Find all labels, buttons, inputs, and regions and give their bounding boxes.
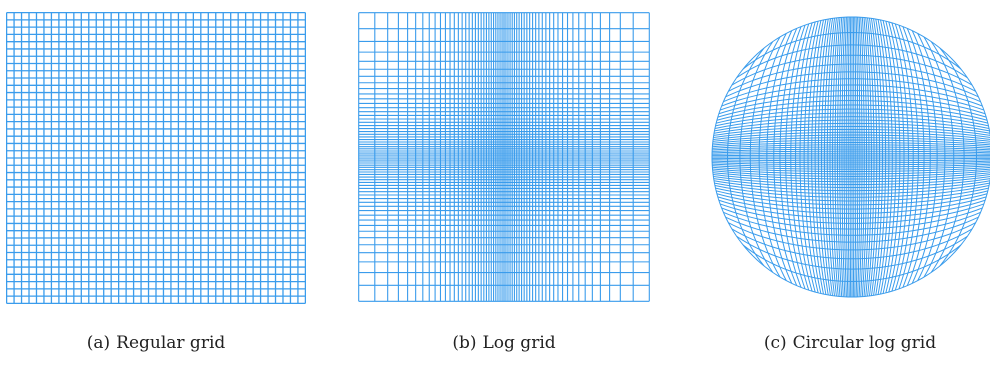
caption-tag: (b) [452, 333, 477, 353]
caption-tag: (a) [86, 333, 111, 353]
grid-curve-horizontal [712, 154, 990, 157]
circular-log-grid-figure [710, 12, 990, 302]
caption-text: Circular log grid [792, 333, 937, 353]
grid-curve-horizontal [712, 150, 990, 154]
caption-tag: (c) [763, 333, 787, 353]
caption-text: Regular grid [116, 333, 226, 353]
grid-curve-horizontal [712, 157, 990, 160]
log-grid-figure [358, 12, 650, 302]
caption-regular-grid: (a)Regular grid [6, 333, 306, 353]
circular-log-grid-svg [711, 16, 990, 298]
log-grid-svg [358, 12, 650, 302]
regular-grid-svg [6, 12, 306, 304]
caption-text: Log grid [482, 333, 556, 353]
caption-circular-log-grid: (c)Circular log grid [700, 333, 990, 353]
grid-curve-horizontal [712, 159, 990, 162]
caption-log-grid: (b)Log grid [354, 333, 654, 353]
regular-grid-figure [6, 12, 306, 304]
grid-curve-horizontal [712, 152, 990, 155]
grid-curve-horizontal [712, 160, 990, 164]
